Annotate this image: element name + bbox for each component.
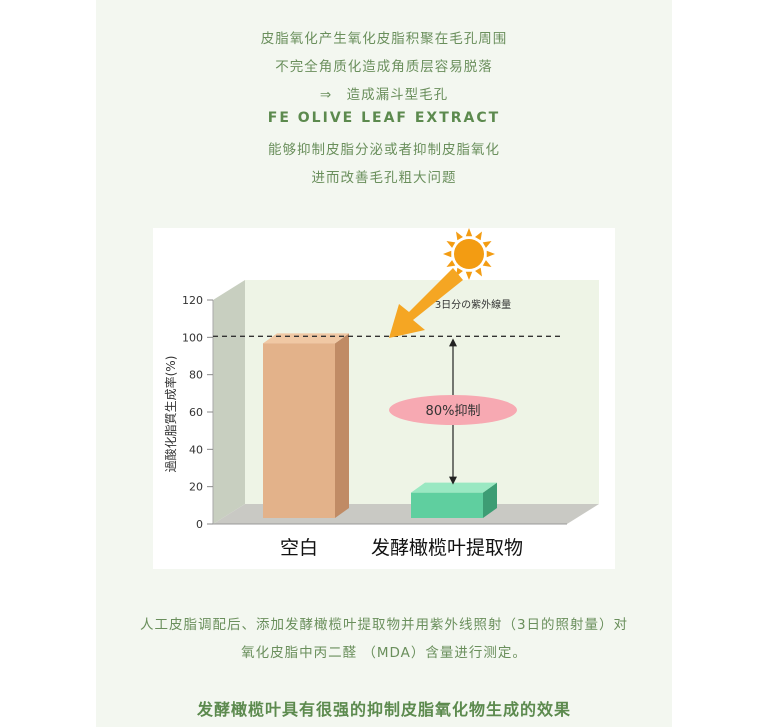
x-labels: 空白 发酵橄榄叶提取物 xyxy=(280,537,523,559)
intro-line-3: ⇒ 造成漏斗型毛孔 xyxy=(319,87,449,103)
chart-sidewall xyxy=(213,280,245,524)
y-tick-label: 80 xyxy=(189,369,203,382)
intro-line-2: 不完全角质化造成角质层容易脱落 xyxy=(275,59,493,75)
y-tick-label: 120 xyxy=(182,294,203,307)
bars xyxy=(263,333,497,518)
intro-line-5: 能够抑制皮脂分泌或者抑制皮脂氧化 xyxy=(268,142,500,158)
arrow-head-up xyxy=(449,338,457,347)
y-ticks: 0 20 40 60 80 100 120 xyxy=(182,294,213,531)
sun-ray xyxy=(486,250,495,258)
y-tick-label: 40 xyxy=(189,443,203,456)
sun-ray xyxy=(446,260,456,267)
sun-ray xyxy=(465,228,473,237)
sun-ray xyxy=(482,241,492,248)
bar xyxy=(263,343,335,518)
sun-ray xyxy=(443,250,452,258)
sun-ray xyxy=(475,231,482,241)
bar-chart: 0 20 40 60 80 100 120 過酸化脂質生成率(%) 80%抑制 3日分の紫外… xyxy=(163,228,599,559)
x-category-label: 空白 xyxy=(280,537,318,559)
bar-side xyxy=(335,333,349,518)
sun-ray xyxy=(475,267,482,277)
chart-container: 0 20 40 60 80 100 120 過酸化脂質生成率(%) 80%抑制 3日分の紫外… xyxy=(153,228,615,569)
uv-label: 3日分の紫外線量 xyxy=(435,298,511,311)
sun-ray xyxy=(456,231,463,241)
inhibition-label: 80%抑制 xyxy=(426,404,481,419)
bar-top xyxy=(263,333,349,344)
conclusion-heading: 发酵橄榄叶具有很强的抑制皮脂氧化物生成的效果 xyxy=(196,700,571,719)
uv-arrow-icon xyxy=(389,268,463,338)
bar-side xyxy=(483,482,497,518)
sun-ray xyxy=(446,241,456,248)
intro-line-1: 皮脂氧化产生氧化皮脂积聚在毛孔周围 xyxy=(260,31,508,47)
intro-line-4-product-name: FE OLIVE LEAF EXTRACT xyxy=(267,110,501,126)
y-tick-label: 20 xyxy=(189,481,203,494)
y-axis-label: 過酸化脂質生成率(%) xyxy=(163,356,178,473)
sun-ray xyxy=(482,260,492,267)
sun-ray xyxy=(465,271,473,280)
caption-line-1: 人工皮脂调配后、添加发酵橄榄叶提取物并用紫外线照射（3日的照射量）对 xyxy=(139,617,629,633)
bar xyxy=(411,492,483,518)
y-tick-label: 100 xyxy=(182,331,203,344)
intro-line-6: 进而改善毛孔粗大问题 xyxy=(311,170,457,186)
y-tick-label: 60 xyxy=(189,406,203,419)
arrow-head-down xyxy=(449,476,457,485)
bar-top xyxy=(411,482,497,493)
x-category-label: 发酵橄榄叶提取物 xyxy=(371,537,523,559)
inhibition-ellipse xyxy=(389,395,517,425)
y-tick-label: 0 xyxy=(196,518,203,531)
caption-line-2: 氧化皮脂中丙二醛 （MDA）含量进行测定。 xyxy=(241,645,527,661)
sun-icon xyxy=(443,228,495,280)
